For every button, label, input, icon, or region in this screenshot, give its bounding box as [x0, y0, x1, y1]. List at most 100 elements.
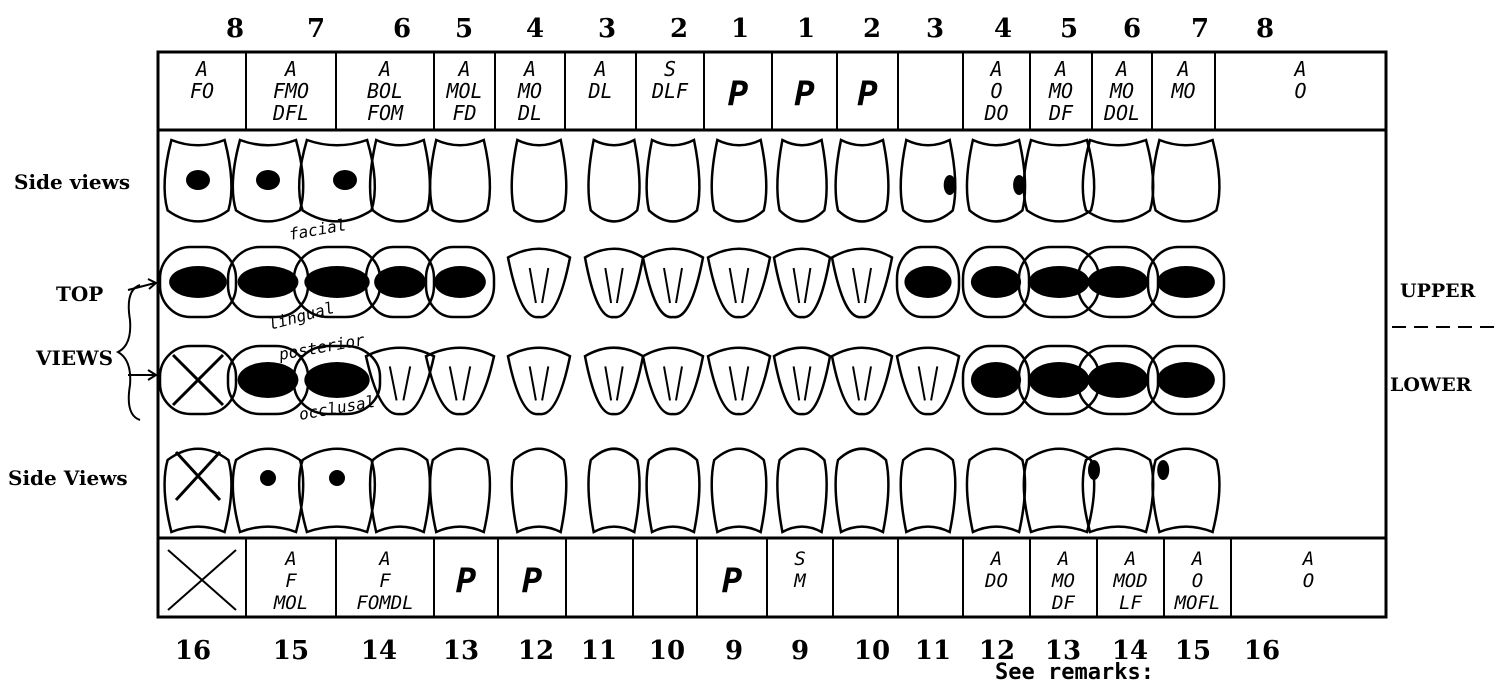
- label-side-views-upper: Side views: [14, 170, 130, 194]
- upper-side-tooth: [712, 140, 767, 221]
- box-text: MO: [1048, 79, 1073, 103]
- tooth-outline: [967, 449, 1025, 532]
- tooth-outline: [836, 140, 889, 221]
- lower-top-tooth: [897, 348, 959, 414]
- box-text: MO: [517, 79, 542, 103]
- lower-top-tooth: [832, 348, 892, 414]
- handwritten-note: facial: [287, 215, 347, 244]
- tooth-groove: [919, 366, 938, 400]
- upper-top-tooth: [832, 249, 892, 317]
- tooth-outline: [588, 449, 639, 532]
- tooth-groove: [794, 268, 811, 303]
- lower-side-tooth: [1153, 449, 1220, 532]
- lower-side-tooth: [712, 449, 767, 532]
- upper-box: AFO: [190, 52, 246, 130]
- upper-top-tooth: [585, 249, 643, 317]
- box-text: O: [990, 79, 1002, 103]
- box-text: MOD: [1112, 570, 1147, 592]
- filling-mark: [971, 362, 1021, 398]
- lower-top-tooth: [508, 348, 570, 414]
- box-text: FD: [452, 101, 476, 125]
- box-text: DF: [1048, 101, 1074, 125]
- lower-side-tooth: [165, 449, 232, 532]
- lower-annotation-boxes: AFMOLAFFOMDLPPPSMADOAMODFAMODLFAOMOFLAO: [168, 538, 1386, 617]
- filling-mark: [944, 175, 956, 195]
- upper-side-tooth: [430, 140, 490, 221]
- filling-mark: [238, 362, 299, 398]
- filling-mark: [304, 362, 369, 398]
- lower-top-tooth: [1148, 346, 1224, 414]
- box-text: DL: [587, 79, 612, 103]
- box-text: A: [378, 548, 390, 570]
- upper-side-tooth: [1153, 140, 1220, 221]
- lower-box: AFFOMDL: [356, 538, 434, 617]
- filling-mark: [333, 170, 357, 190]
- lower-side-views: [165, 449, 1220, 532]
- tooth-outline: [712, 449, 767, 532]
- tooth-outline: [832, 249, 892, 317]
- filling-mark: [1088, 362, 1149, 398]
- lower-top-tooth: [774, 348, 830, 414]
- upper-side-tooth: [967, 140, 1025, 221]
- see-remarks: See remarks:: [995, 660, 1154, 685]
- filling-mark: [260, 470, 276, 486]
- tooth-groove: [730, 366, 749, 400]
- lower-top-tooth: [366, 348, 434, 414]
- filling-mark: [1157, 266, 1215, 298]
- upper-side-tooth: [233, 140, 303, 221]
- filling-mark: [1157, 460, 1169, 480]
- box-text: P: [857, 74, 878, 114]
- filling-mark: [971, 266, 1021, 298]
- box-text: M: [793, 570, 806, 592]
- lower-top-tooth: [585, 348, 643, 414]
- box-text: BOL: [367, 79, 403, 103]
- tooth-groove: [605, 268, 622, 303]
- tooth-outline: [712, 140, 767, 221]
- upper-box: AMO: [1170, 52, 1215, 130]
- tooth-outline: [897, 348, 959, 414]
- lower-side-tooth: [430, 449, 490, 532]
- filling-mark: [1029, 266, 1090, 298]
- box-text: A: [1057, 548, 1069, 570]
- tooth-outline: [366, 348, 434, 414]
- lower-side-tooth: [233, 449, 303, 532]
- label-side-views-lower: Side Views: [8, 466, 128, 490]
- tooth-groove: [530, 366, 549, 400]
- label-views: VIEWS: [36, 346, 113, 370]
- tooth-groove: [794, 366, 811, 400]
- handwritten-note: posterior: [276, 330, 366, 364]
- lower-side-tooth: [588, 449, 639, 532]
- upper-top-tooth: [508, 249, 570, 317]
- box-text: A: [283, 57, 297, 81]
- box-text: A: [988, 57, 1002, 81]
- tooth-outline: [512, 140, 567, 221]
- upper-side-tooth: [777, 140, 826, 221]
- lower-box: AFMOL: [273, 538, 336, 617]
- upper-annotation-boxes: AFOAFMODFLABOLFOMAMOLFDAMODLADLSDLFPPPAO…: [190, 52, 1386, 130]
- box-text: A: [1114, 57, 1128, 81]
- label-upper: UPPER: [1400, 280, 1475, 302]
- box-text: A: [522, 57, 536, 81]
- box-text: A: [1292, 57, 1306, 81]
- views-brace: [118, 285, 140, 420]
- lower-side-tooth: [836, 449, 889, 532]
- lower-side-tooth: [512, 449, 567, 532]
- tooth-outline: [836, 449, 889, 532]
- box-text: S: [794, 548, 805, 570]
- lower-side-tooth: [370, 449, 430, 532]
- tooth-groove: [530, 268, 549, 303]
- upper-box: P: [857, 52, 898, 130]
- box-text: MO: [1051, 570, 1075, 592]
- upper-side-tooth: [647, 140, 700, 221]
- lower-box: [168, 538, 246, 617]
- box-text: A: [592, 57, 606, 81]
- box-text: FO: [190, 79, 214, 103]
- box-text: A: [1124, 548, 1136, 570]
- box-text: FOM: [367, 101, 404, 125]
- tooth-outline: [832, 348, 892, 414]
- lower-box: P: [722, 538, 767, 617]
- box-text: P: [522, 561, 543, 601]
- tooth-outline: [370, 449, 430, 532]
